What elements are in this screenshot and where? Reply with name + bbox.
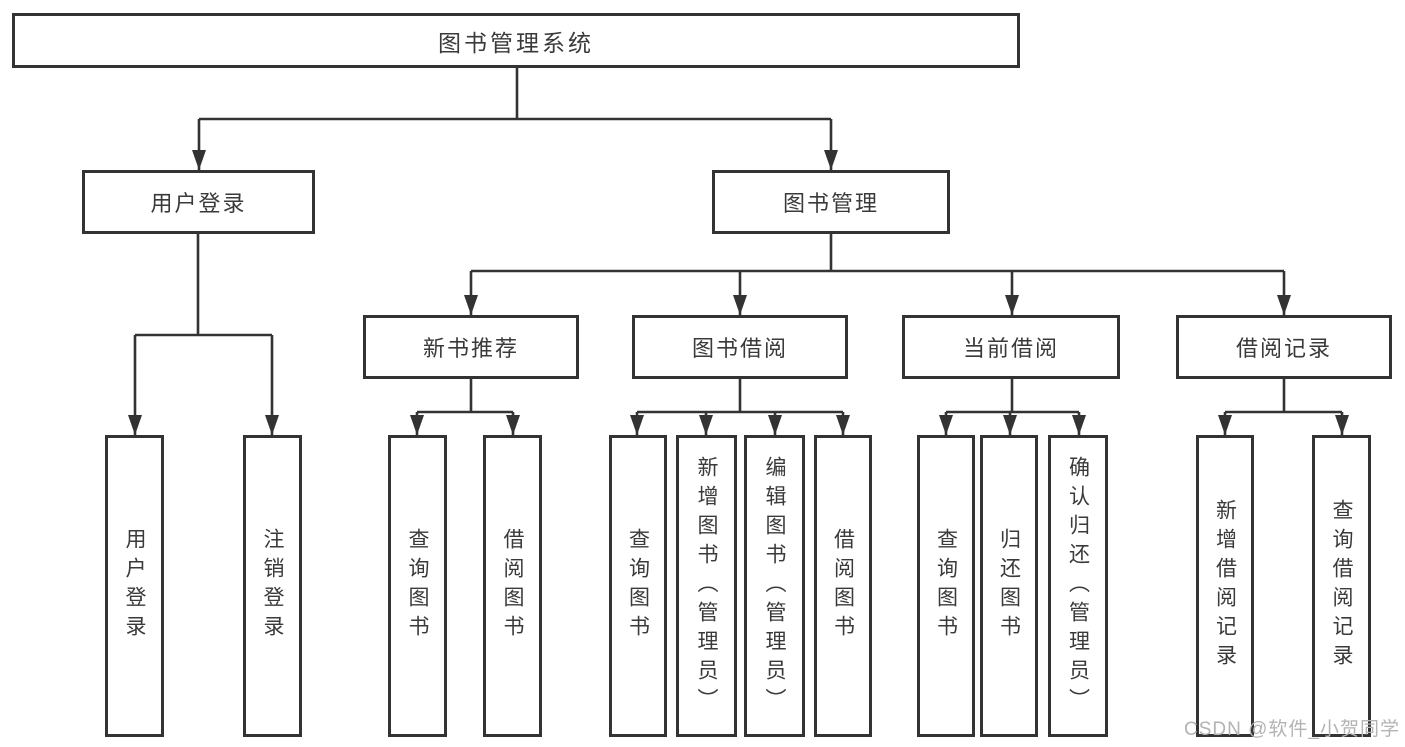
node-user-login-label: 用户登录 [150, 191, 247, 216]
leaf-current-query: 查询图书 [917, 435, 975, 737]
leaf-borrow-query: 查询图书 [609, 435, 667, 737]
leaf-newbook-query: 查询图书 [388, 435, 447, 737]
leaf-current-return: 归还图书 [980, 435, 1038, 737]
leaf-current-confirm-admin: 确认归还（管理员） [1048, 435, 1108, 737]
leaf-logout: 注销登录 [243, 435, 302, 737]
leaf-borrow-edit-admin-label: 编辑图书（管理员） [763, 455, 786, 717]
leaf-current-confirm-admin-label: 确认归还（管理员） [1066, 455, 1090, 717]
node-new-book-recommend: 新书推荐 [363, 315, 579, 379]
node-book-borrow-label: 图书借阅 [691, 336, 788, 361]
leaf-records-query: 查询借阅记录 [1312, 435, 1371, 737]
leaf-records-add: 新增借阅记录 [1196, 435, 1254, 737]
leaf-user-login-label: 用户登录 [123, 528, 146, 644]
node-book-borrow: 图书借阅 [632, 315, 848, 379]
node-borrow-records: 借阅记录 [1176, 315, 1392, 379]
leaf-borrow-book: 借阅图书 [814, 435, 872, 737]
leaf-borrow-add-admin: 新增图书（管理员） [676, 435, 737, 737]
leaf-newbook-query-label: 查询图书 [406, 528, 429, 644]
leaf-logout-label: 注销登录 [261, 528, 284, 644]
node-book-management: 图书管理 [712, 170, 950, 234]
node-root-label: 图书管理系统 [438, 29, 594, 56]
node-current-borrow-label: 当前借阅 [962, 336, 1059, 361]
leaf-newbook-borrow-label: 借阅图书 [501, 528, 524, 644]
node-borrow-records-label: 借阅记录 [1235, 336, 1332, 361]
csdn-watermark: CSDN @软件_小贺同学 [1184, 719, 1400, 740]
leaf-borrow-book-label: 借阅图书 [831, 528, 855, 644]
node-book-management-label: 图书管理 [782, 191, 879, 216]
leaf-records-add-label: 新增借阅记录 [1213, 499, 1237, 673]
leaf-user-login: 用户登录 [105, 435, 164, 737]
node-user-login: 用户登录 [82, 170, 315, 234]
node-new-book-recommend-label: 新书推荐 [422, 336, 519, 361]
leaf-newbook-borrow: 借阅图书 [483, 435, 542, 737]
leaf-records-query-label: 查询借阅记录 [1330, 499, 1353, 673]
leaf-borrow-edit-admin: 编辑图书（管理员） [744, 435, 805, 737]
leaf-current-return-label: 归还图书 [997, 528, 1021, 644]
leaf-borrow-add-admin-label: 新增图书（管理员） [695, 455, 718, 717]
leaf-current-query-label: 查询图书 [934, 528, 958, 644]
node-current-borrow: 当前借阅 [902, 315, 1120, 379]
node-root: 图书管理系统 [12, 13, 1020, 68]
leaf-borrow-query-label: 查询图书 [626, 528, 650, 644]
